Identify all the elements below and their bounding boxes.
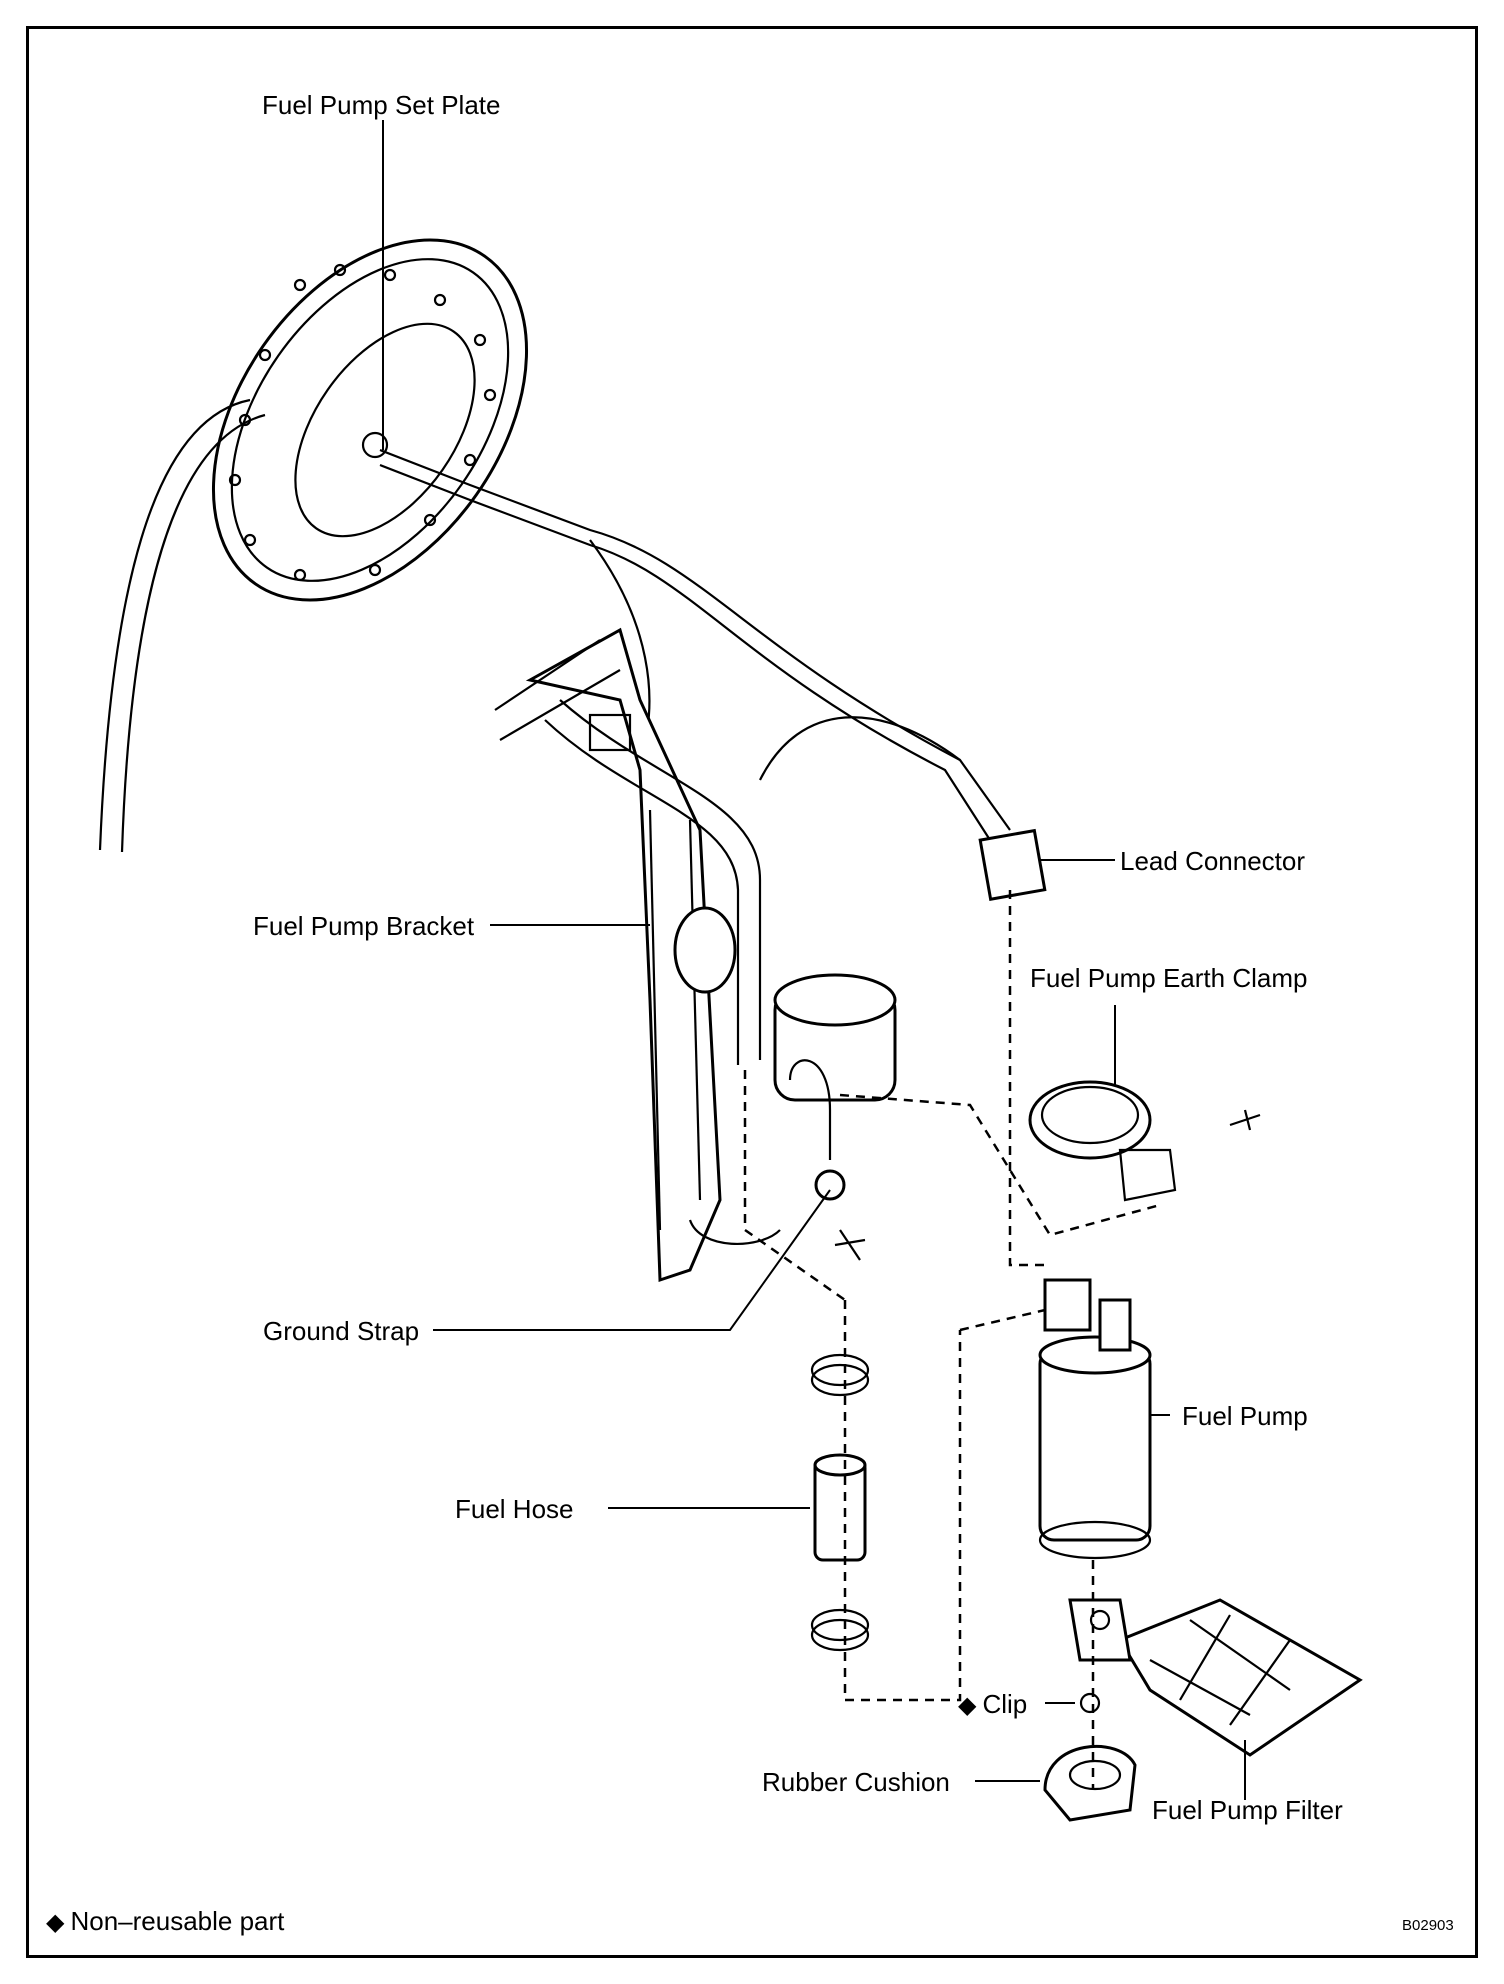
pump-filter-drawing [1068,1598,1363,1757]
figure-code: B02903 [1402,1917,1454,1934]
bracket-drawing [494,627,781,1283]
label-rubber-cushion: Rubber Cushion [762,1767,950,1797]
earth-clamp-drawing [1028,1080,1261,1202]
legend: ◆Non–reusable part [46,1908,284,1935]
hose-clips-drawing [810,1353,870,1652]
legend-symbol: ◆ [46,1909,65,1936]
canister-drawing [773,973,897,1201]
label-set-plate: Fuel Pump Set Plate [262,90,501,120]
fuel-pump-drawing [1038,1278,1152,1560]
set-plate-drawing [211,238,529,602]
diagram-frame [26,26,1478,1958]
label-bracket: Fuel Pump Bracket [253,911,475,941]
rubber-cushion-drawing [1043,1744,1137,1822]
label-earth-clamp: Fuel Pump Earth Clamp [1030,963,1308,993]
label-clip: ◆Clip [958,1691,1027,1718]
label-ground-strap: Ground Strap [263,1316,420,1346]
label-fuel-pump: Fuel Pump [1182,1401,1308,1431]
label-clip-text: Clip [982,1689,1028,1719]
label-fuel-hose: Fuel Hose [455,1494,574,1524]
label-filter: Fuel Pump Filter [1152,1795,1343,1825]
non-reusable-symbol: ◆ [958,1692,977,1719]
label-lead-connector: Lead Connector [1120,846,1306,876]
legend-text: Non–reusable part [70,1906,285,1936]
